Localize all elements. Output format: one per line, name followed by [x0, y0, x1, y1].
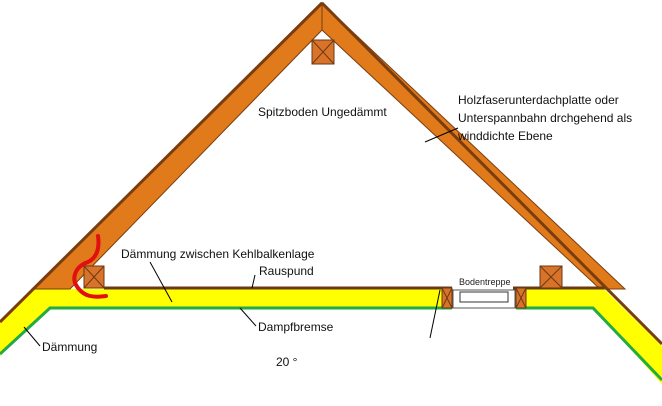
label-attic-stairs: Bodentreppe — [459, 277, 511, 287]
collar-beam-right — [539, 265, 563, 289]
label-angle: 20 ° — [276, 355, 298, 369]
rafter-outer-edge-right — [320, 1, 662, 346]
ridge-beam — [311, 39, 335, 65]
leader-stairs-trimmer — [429, 289, 441, 339]
label-vapor-barrier: Dampfbremse — [258, 320, 334, 334]
label-collar-insulation: Dämmung zwischen Kehlbalkenlage — [121, 247, 315, 261]
leader-membrane — [424, 127, 459, 143]
rafter-right — [321, 1, 627, 290]
vapor-barrier — [0, 306, 452, 356]
leader-collar-insulation — [149, 261, 173, 303]
label-membrane-line1: Holzfaserunterdachplatte oder — [458, 93, 619, 107]
vapor-barrier-right — [516, 306, 662, 382]
slope-insulation-right — [525, 289, 662, 384]
stair-trimmer-right — [515, 287, 527, 309]
leader-insulation — [23, 326, 41, 347]
attic-stairs — [452, 289, 516, 309]
label-membrane-line3: winddichte Ebene — [458, 129, 553, 143]
label-membrane-line2: Unterspannbahn drchgehend als — [458, 111, 633, 125]
label-insulation: Dämmung — [42, 340, 98, 354]
label-rauspund: Rauspund — [259, 264, 314, 278]
collar-beam-left — [83, 265, 105, 289]
rafter-outer-edge-left — [0, 1, 324, 324]
stair-trimmer-left — [441, 287, 453, 309]
red-markup-squiggle — [72, 234, 108, 299]
leader-vapor-barrier — [239, 307, 257, 327]
label-attic: Spitzboden Ungedämmt — [258, 105, 387, 119]
collar-insulation — [40, 289, 445, 308]
leader-rauspund — [251, 274, 256, 289]
